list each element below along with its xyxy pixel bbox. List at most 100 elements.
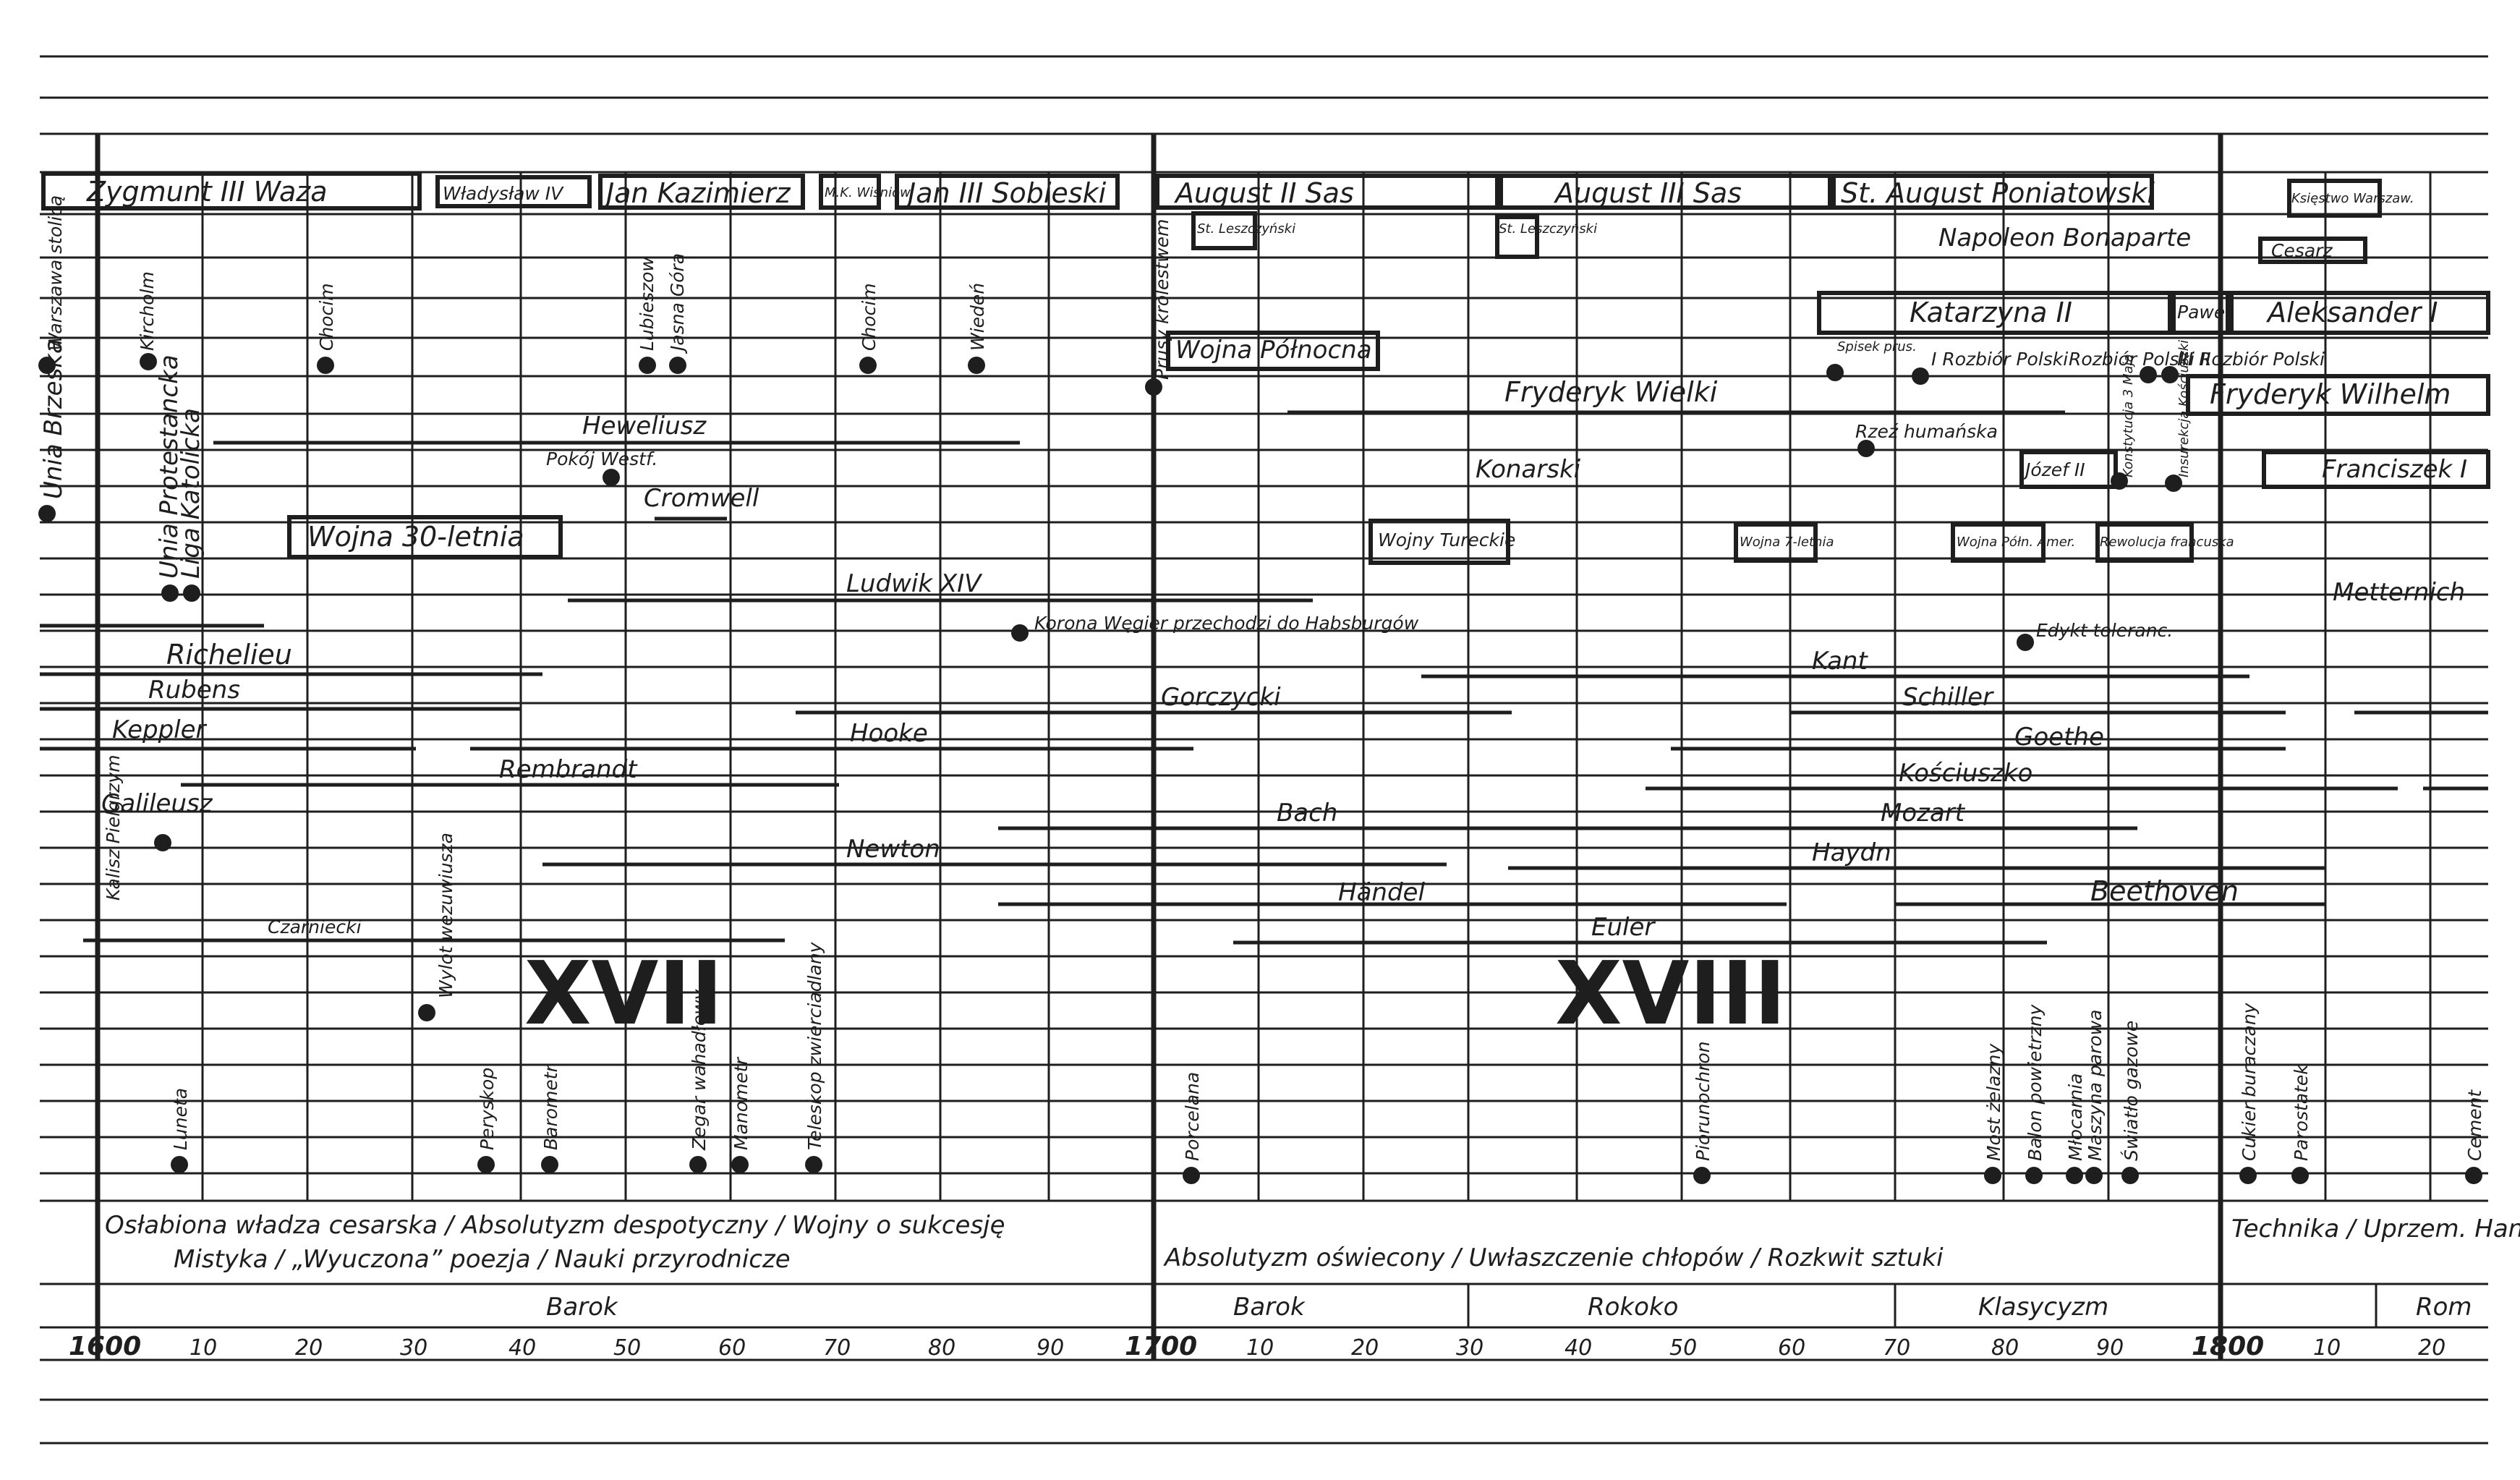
theme-band: Osłabiona władza cesarska / Absolutyzm d…	[105, 1201, 2520, 1284]
axis-1820: 20	[2418, 1335, 2445, 1361]
axis-1740: 40	[1565, 1335, 1592, 1361]
label-st-august-poniatowski: St. August Poniatowski	[1841, 177, 2155, 209]
label-style-rom: Rom	[2416, 1293, 2472, 1322]
label-fryderyk-wilhelm: Fryderyk Wilhelm	[2210, 378, 2451, 410]
axis-1750: 50	[1669, 1335, 1697, 1361]
axis-1720: 20	[1351, 1335, 1379, 1361]
ruler-boxes	[41, 171, 2490, 565]
label-theme-row3: Absolutyzm oświecony / Uwłaszczenie chło…	[1163, 1243, 1944, 1272]
label-piorunochron: Piorunochron	[1693, 1041, 1714, 1161]
label-richelieu: Richelieu	[166, 639, 292, 671]
label-haydn: Haydn	[1812, 838, 1891, 867]
label-wladyslaw-iv: Władysław IV	[443, 183, 564, 204]
label-prusy-krolestwem: Prusy królestwem	[1152, 219, 1172, 380]
label-euler: Euler	[1591, 913, 1656, 942]
label-jozef-ii: Józef II	[2022, 459, 2085, 480]
label-porcelana: Porcelana	[1182, 1072, 1203, 1161]
label-rzez-humanska: Rzeź humańska	[1855, 421, 1998, 442]
axis-1710: 10	[1246, 1335, 1274, 1361]
label-wylot-wezuwiusza: Wylot wezuwiusza	[435, 833, 456, 998]
invention-labels: Luneta Wylot wezuwiusza Peryskop Baromet…	[170, 833, 2485, 1161]
label-napoleon-bonaparte: Napoleon Bonaparte	[1938, 224, 2191, 252]
label-theme-row4: Technika / Uprzem. Handel zamors.	[2231, 1215, 2520, 1243]
axis-1670: 70	[823, 1335, 851, 1361]
label-wojna-7-letnia: Wojna 7-letnia	[1740, 535, 1834, 550]
label-edykt-toleranc: Edykt toleranc.	[2036, 620, 2173, 641]
label-mlocarnia: Młocarnia	[2065, 1073, 2086, 1162]
label-fryderyk-wielki: Fryderyk Wielki	[1504, 376, 1718, 408]
axis-1680: 80	[928, 1335, 955, 1361]
label-jan-kazimierz: Jan Kazimierz	[601, 177, 791, 209]
label-iii-rozbior-polski: III Rozbiór Polski	[2177, 349, 2325, 370]
label-goethe: Goethe	[2014, 723, 2104, 752]
label-maszyna-parowa: Maszyna parowa	[2085, 1010, 2106, 1161]
ruler-labels: Zygmunt III Waza Władysław IV Jan Kazimi…	[86, 176, 2467, 484]
label-style-barok-1: Barok	[546, 1293, 618, 1322]
label-ludwik-xiv: Ludwik XIV	[846, 569, 983, 598]
label-wojna-poln-amer: Wojna Półn. Amer.	[1957, 535, 2075, 550]
label-konstytucja-3-maja: Konstytucja 3 Maja	[2121, 354, 2136, 477]
label-katarzyna-ii: Katarzyna II	[1910, 297, 2072, 328]
label-st-leszczynski-2: St. Leszczyński	[1499, 221, 1597, 237]
label-liga-katolicka: Liga Katolicka	[176, 408, 205, 579]
label-insurekcja-kosciuszki: Insurekcja Kościuszki	[2176, 340, 2192, 477]
label-rembrandt: Rembrandt	[499, 755, 638, 784]
axis-labels: 1600 10 20 30 40 50 60 70 80 90 1700 10 …	[69, 1332, 2445, 1361]
label-chocim-2: Chocim	[859, 283, 880, 351]
label-kircholm: Kircholm	[137, 271, 158, 351]
label-mk-wisniow: M.K. Wiśniow.	[825, 185, 914, 200]
label-unia-brzeska: Unia Brzeska	[39, 339, 68, 499]
label-spisek-prus: Spisek prus.	[1837, 339, 1917, 354]
horizontal-rules	[40, 55, 2488, 1445]
label-century-xvii: XVII	[524, 944, 723, 1045]
label-schiller: Schiller	[1902, 683, 1994, 712]
axis-1770: 70	[1883, 1335, 1910, 1361]
label-korona-wegier: Korona Węgier przechodzi do Habsburgów	[1034, 613, 1419, 634]
label-warszawa-stolica: Warszawa stolicą	[45, 195, 66, 351]
label-balon-powietrzny: Balon powietrzny	[2025, 1004, 2046, 1161]
century-labels: XVII XVIII	[524, 944, 1786, 1045]
label-rubens: Rubens	[148, 676, 240, 705]
label-theme-row2: Mistyka / „Wyuczona” poezja / Nauki przy…	[174, 1245, 791, 1274]
label-cement: Cement	[2464, 1089, 2485, 1161]
label-i-rozbior-polski: I Rozbiór Polski	[1931, 349, 2068, 370]
axis-1600: 1600	[69, 1332, 141, 1361]
label-wojna-30-letnia: Wojna 30-letnia	[307, 521, 524, 553]
label-parostatek: Parostatek	[2291, 1063, 2312, 1161]
label-style-klasycyzm: Klasycyzm	[1978, 1293, 2108, 1322]
label-hooke: Hooke	[850, 719, 928, 748]
invention-dots	[171, 1004, 2482, 1184]
axis-1800: 1800	[2192, 1332, 2264, 1361]
style-band: Barok Barok Rokoko Klasycyzm Rom	[546, 1284, 2472, 1327]
label-konarski: Konarski	[1476, 455, 1581, 484]
label-unia-protestancka: Unia Protestancka	[155, 354, 184, 579]
axis-1620: 20	[295, 1335, 323, 1361]
label-chocim-1: Chocim	[316, 283, 337, 351]
label-mozart: Mozart	[1881, 799, 1966, 828]
label-kalisz-pielgrzym: Kalisz Pielgrzym	[103, 754, 124, 901]
axis-1810: 10	[2313, 1335, 2341, 1361]
label-galileusz: Galileusz	[101, 789, 213, 818]
label-august-ii-sas: August II Sas	[1173, 177, 1354, 209]
label-wojny-tureckie: Wojny Tureckie	[1378, 530, 1515, 550]
label-most-zelazny: Most żelazny	[1983, 1043, 2004, 1161]
label-theme-row1: Osłabiona władza cesarska / Absolutyzm d…	[105, 1211, 1005, 1240]
label-cesarz: Cesarz	[2271, 240, 2333, 261]
label-metternich: Metternich	[2333, 578, 2465, 607]
boxed-event-labels: Wojna Północna Wojna 30-letnia Wojny Tur…	[307, 336, 2234, 553]
label-newton: Newton	[846, 835, 940, 864]
label-handel: Händel	[1338, 878, 1425, 907]
life-bars	[40, 410, 2488, 945]
label-luneta: Luneta	[170, 1088, 191, 1150]
label-jan-iii-sobieski: Jan III Sobieski	[903, 177, 1107, 209]
label-peryskop: Peryskop	[477, 1068, 498, 1150]
label-czarniecki: Czarniecki	[268, 917, 362, 937]
axis-1700: 1700	[1125, 1332, 1197, 1361]
label-kant: Kant	[1812, 647, 1868, 676]
label-heweliusz: Heweliusz	[582, 412, 707, 441]
label-pokoj-westf: Pokój Westf.	[546, 448, 657, 469]
label-wieden: Wiedeń	[967, 283, 988, 351]
label-st-leszczynski-1: St. Leszczyński	[1197, 221, 1295, 237]
axis-1780: 80	[1991, 1335, 2019, 1361]
